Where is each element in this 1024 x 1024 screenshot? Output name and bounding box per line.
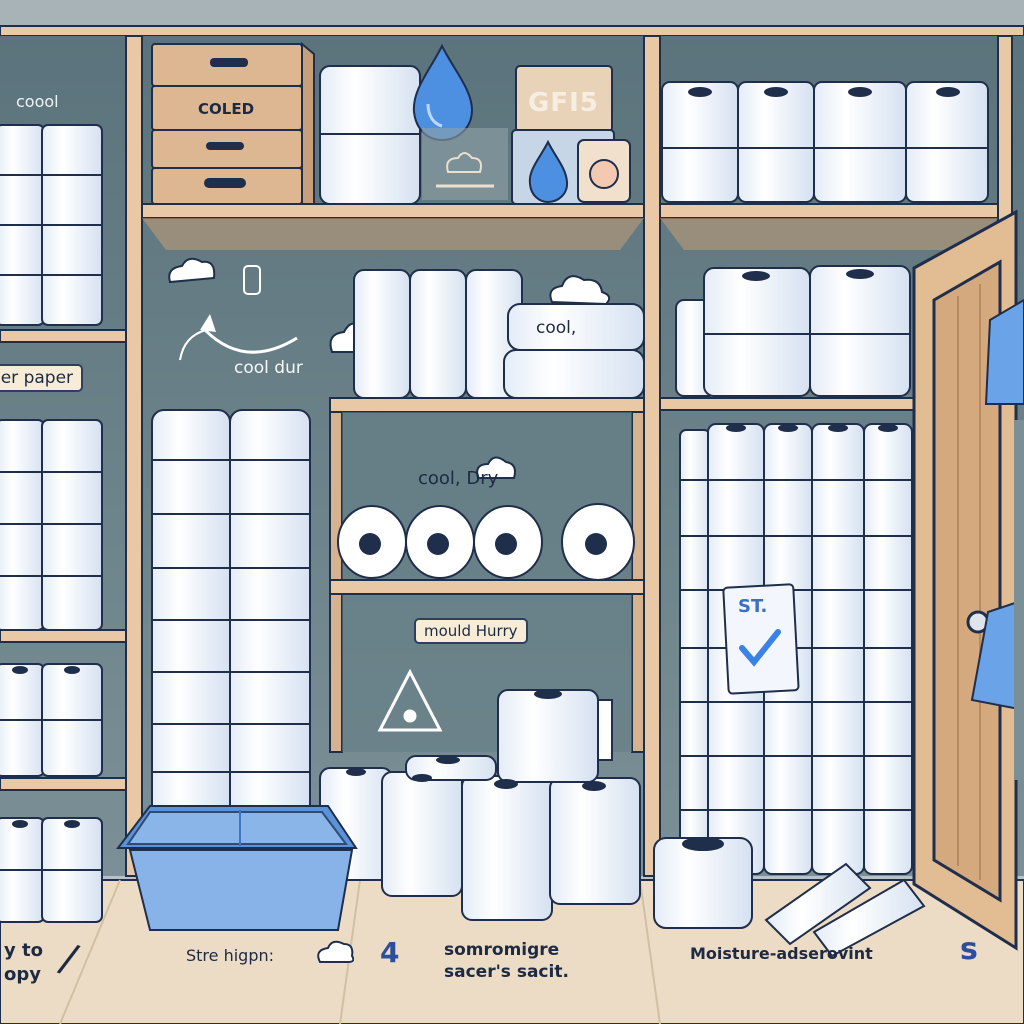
right-middle-rolls [675,265,911,397]
floor-roll-pile [319,689,641,921]
fallen-rolls [764,862,926,958]
hanging-cloth [970,598,1024,712]
label-number-5: s [960,932,978,967]
label-bottom-middle-1: somromigre [444,940,560,960]
label-bottom-left-1: y to [4,940,43,961]
small-jar [577,139,631,203]
floor-roll-right [653,837,753,929]
warning-triangle-icon [377,668,443,732]
left-roll-stacks [0,124,103,923]
cloud-icon [168,257,216,284]
cloud-icon [549,275,611,306]
label-cool-dry: cool, Dry [418,468,499,489]
top-right-rolls [661,81,989,203]
label-store-high: Stre higpn: [186,946,275,965]
label-cool-top-left: coool [16,92,59,111]
checkmark-icon [739,629,781,667]
water-drop-icon [528,139,569,204]
label-gift-jar: GFI5 [528,88,599,118]
label-note-st: ST. [738,596,768,617]
middle-upright-rolls [353,269,523,399]
cloud-icon [476,456,516,479]
tag-paper: ler paper [0,364,84,392]
checklist-note [722,583,800,695]
label-bottom-middle-2: sacer's sacit. [444,962,569,982]
label-box: COLED [198,100,255,118]
label-number-4: 4 [380,936,400,969]
label-moisture: Moisture-adserovint [690,944,873,963]
label-cool-dur: cool dur [234,358,303,378]
cloud-icon [317,940,354,963]
label-cool-roll: cool, [536,318,577,338]
label-bottom-left-2: opy [4,964,41,985]
hanging-cloth [984,298,1024,405]
tall-roll-towers [151,409,311,819]
blue-storage-container [115,805,358,931]
large-roll [319,65,421,205]
tag-mould: mould Hurry [414,618,528,644]
